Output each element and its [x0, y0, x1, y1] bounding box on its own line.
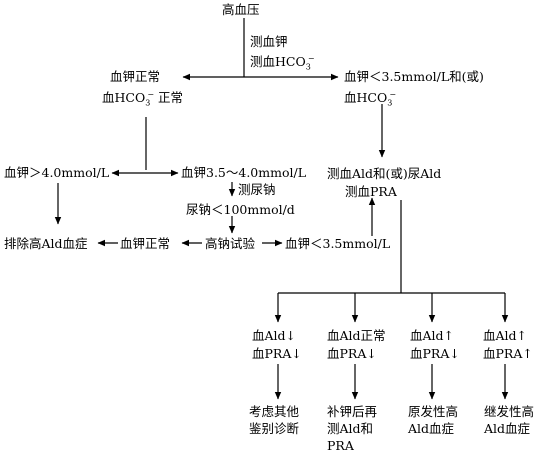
branch-4-result-line1: 继发性高 — [484, 404, 535, 419]
node-k-normal: 血钾正常 — [110, 69, 161, 84]
node-measure-una: 测尿钠 — [238, 182, 276, 197]
node-hypertension: 高血压 — [222, 2, 260, 17]
branch-1-result-line2: 鉴别诊断 — [249, 421, 300, 436]
node-load-normal: 血钾正常 — [120, 236, 171, 251]
branch-3-result-line1: 原发性高 — [408, 404, 459, 419]
node-k-mid: 血钾3.5～4.0mmol/L — [181, 165, 307, 180]
branch-2-pra: 血PRA↓ — [327, 346, 377, 361]
branch-1-ald: 血Ald↓ — [252, 328, 297, 343]
branch-4-ald: 血Ald↑ — [483, 328, 528, 343]
branch-1-pra: 血PRA↓ — [252, 346, 302, 361]
node-una-value: 尿钠＜100mmol/d — [186, 202, 295, 217]
branch-3-result-line2: Ald血症 — [408, 421, 455, 436]
node-hco3-normal: 血HCO3−正常 — [102, 90, 184, 108]
node-hco3-low: 血HCO3− — [344, 90, 397, 108]
branch-2-result-line1: 补钾后再 — [327, 404, 378, 419]
branch-3-ald: 血Ald↑ — [410, 328, 455, 343]
node-k-low: 血钾＜3.5mmol/L和(或) — [344, 69, 484, 84]
node-measure-ald: 测血Ald和(或)尿Ald — [327, 166, 442, 181]
branch-2-ald: 血Ald正常 — [327, 328, 386, 343]
node-test-hco3: 测血HCO3− — [250, 54, 315, 72]
node-exclude: 排除高Ald血症 — [4, 236, 88, 251]
branch-2-result-line2: 测Ald和 — [327, 421, 374, 436]
branch-3-pra: 血PRA↓ — [410, 346, 460, 361]
node-load-low: 血钾＜3.5mmol/L — [285, 236, 391, 251]
node-high-na-test: 高钠试验 — [205, 236, 256, 251]
node-test-k: 测血钾 — [250, 34, 288, 49]
branch-4-result-line2: Ald血症 — [484, 421, 531, 436]
branch-1-result-line1: 考虑其他 — [249, 404, 300, 419]
node-measure-pra: 测血PRA — [345, 184, 397, 199]
node-k-high: 血钾＞4.0mmol/L — [4, 165, 110, 180]
branch-2-result-line3: PRA — [327, 438, 354, 453]
branch-4-pra: 血PRA↑ — [483, 346, 533, 361]
